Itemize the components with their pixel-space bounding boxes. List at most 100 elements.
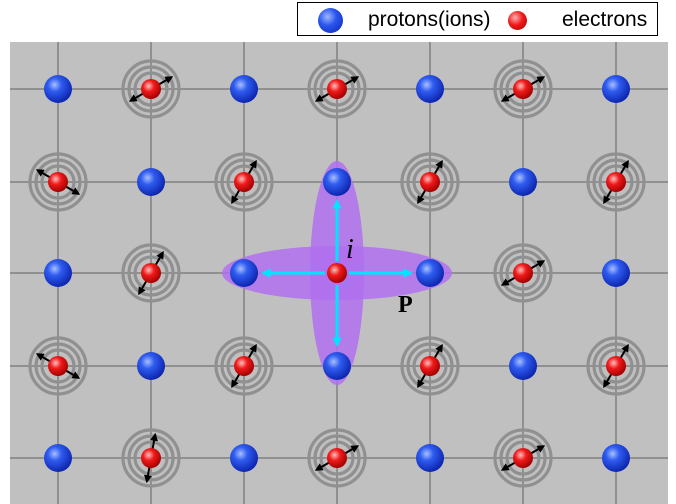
electron-site <box>586 336 646 396</box>
electron <box>513 79 533 99</box>
motion-arrow <box>433 159 443 175</box>
vibration-ring <box>133 71 169 107</box>
vibration-ring <box>586 152 646 212</box>
vibration-ring <box>28 152 88 212</box>
motion-arrow <box>500 92 516 102</box>
vibration-ring <box>406 158 454 206</box>
motion-arrow <box>144 466 152 484</box>
motion-arrow <box>128 92 144 102</box>
electron-site <box>121 59 181 119</box>
vibration-ring <box>133 440 169 476</box>
vibration-ring <box>220 158 268 206</box>
center-electron-group <box>261 199 413 347</box>
vibration-ring <box>493 243 553 303</box>
momentum-symbol: P <box>398 292 413 318</box>
electron-site <box>307 59 367 119</box>
proton-ion <box>137 168 165 196</box>
vibration-ring <box>400 336 460 396</box>
electron-site <box>307 428 367 488</box>
vibration-ring <box>493 59 553 119</box>
motion-arrow <box>530 260 546 270</box>
proton-ion <box>44 259 72 287</box>
proton-ion <box>416 444 444 472</box>
motion-arrow <box>603 373 613 389</box>
electron <box>141 448 161 468</box>
electron <box>48 172 68 192</box>
vibration-ring <box>592 342 640 390</box>
vibration-ring <box>214 336 274 396</box>
electron <box>327 79 347 99</box>
motion-arrow <box>500 276 516 286</box>
motion-arrow <box>619 343 629 359</box>
proton-ion <box>602 259 630 287</box>
proton-ion <box>230 75 258 103</box>
motion-arrow <box>158 76 174 86</box>
vibration-ring <box>592 158 640 206</box>
center-electron <box>327 263 347 283</box>
electron-site <box>121 428 181 488</box>
vibration-ring <box>493 428 553 488</box>
vibration-ring <box>598 164 634 200</box>
motion-arrow <box>314 461 330 471</box>
electron <box>513 448 533 468</box>
proton-ion <box>416 259 444 287</box>
vibration-ring <box>226 164 262 200</box>
vibration-ring <box>127 249 175 297</box>
electron-site <box>121 243 181 303</box>
vibration-ring <box>226 348 262 384</box>
vibration-ring <box>499 249 547 297</box>
motion-arrow <box>530 76 546 86</box>
motion-arrow <box>530 445 546 455</box>
vibration-ring <box>28 336 88 396</box>
electron <box>141 263 161 283</box>
motion-arrow <box>35 353 51 363</box>
legend-proton-label: protons(ions) <box>368 8 491 31</box>
proton-ion <box>323 168 351 196</box>
current-symbol: i <box>346 234 354 265</box>
proton-ion <box>137 352 165 380</box>
vibration-ring <box>505 440 541 476</box>
electron <box>513 263 533 283</box>
vibration-ring <box>313 434 361 482</box>
legend-electron-marker <box>508 11 527 30</box>
electron-site <box>400 152 460 212</box>
motion-arrow <box>314 92 330 102</box>
vibration-ring <box>505 71 541 107</box>
vibration-ring <box>400 152 460 212</box>
vibration-ring <box>319 71 355 107</box>
legend: protons(ions) electrons <box>297 2 658 36</box>
electron <box>327 448 347 468</box>
motion-arrow <box>65 185 81 195</box>
proton-ion <box>509 168 537 196</box>
proton-ion <box>602 75 630 103</box>
electron-site <box>400 336 460 396</box>
electron <box>234 172 254 192</box>
vibration-ring <box>598 348 634 384</box>
electron <box>48 356 68 376</box>
vibration-ring <box>412 164 448 200</box>
vibration-ring <box>34 158 82 206</box>
vibration-ring <box>505 255 541 291</box>
electron <box>420 172 440 192</box>
vibration-ring <box>307 428 367 488</box>
motion-arrow <box>433 343 443 359</box>
legend-electron-label: electrons <box>562 8 648 31</box>
motion-arrow <box>619 159 629 175</box>
lattice-sites <box>28 59 646 488</box>
electron-site <box>493 243 553 303</box>
electron-site <box>214 336 274 396</box>
vibration-ring <box>40 164 76 200</box>
proton-ion <box>323 352 351 380</box>
motion-arrow <box>344 445 360 455</box>
vibration-ring <box>220 342 268 390</box>
motion-arrow <box>603 189 613 205</box>
vibration-ring <box>319 440 355 476</box>
electron <box>141 79 161 99</box>
electron-site <box>586 152 646 212</box>
proton-ion <box>44 444 72 472</box>
vibration-ring <box>40 348 76 384</box>
proton-ion <box>230 259 258 287</box>
vibration-ring <box>121 243 181 303</box>
vibration-ring <box>214 152 274 212</box>
vibration-ring <box>586 336 646 396</box>
